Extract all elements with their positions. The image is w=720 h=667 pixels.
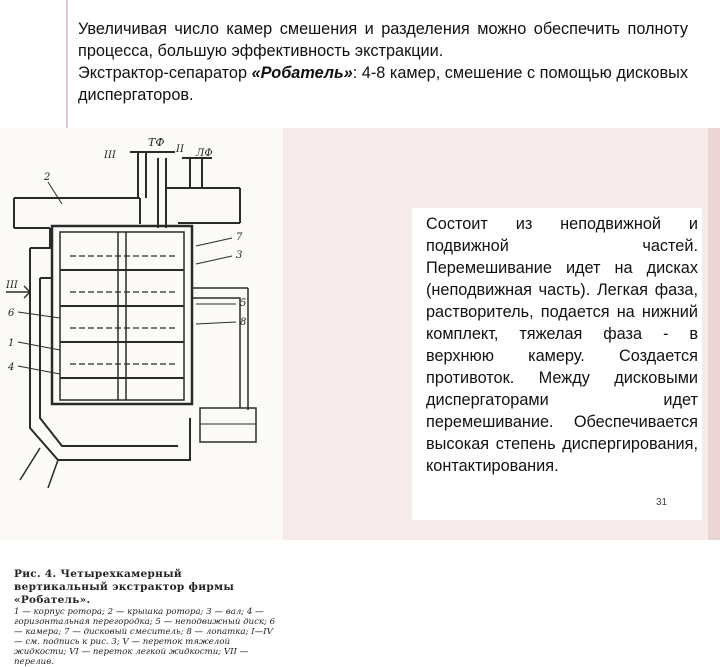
callout-2: 2	[43, 172, 50, 183]
caption-text: 1 — корпус ротора; 2 — крышка ротора; 3 …	[14, 607, 276, 667]
slide-number: 31	[656, 497, 668, 508]
body-paragraph: Состоит из неподвижной и подвижной часте…	[426, 215, 698, 475]
intro-text: Увеличивая число камер смешения и раздел…	[78, 18, 688, 106]
intro-prefix: Экстрактор-сепаратор	[78, 64, 252, 82]
intro-line-1: Увеличивая число камер смешения и раздел…	[78, 20, 688, 60]
callout-1: 1	[8, 338, 14, 349]
extractor-figure: ТФ III ЛФ II 2 7 3 5 8 6 1 4 III Рис. 4.…	[0, 128, 283, 667]
callout-8: 8	[240, 317, 246, 328]
extractor-drawing: ТФ III ЛФ II 2 7 3 5 8 6 1 4 III	[5, 136, 257, 489]
callout-4: 4	[7, 362, 14, 373]
text-panel	[412, 208, 702, 520]
caption-title: Рис. 4. Четырехкамерный вертикальный экс…	[14, 568, 235, 606]
body-text: Состоит из неподвижной и подвижной часте…	[426, 213, 698, 477]
callout-5: 5	[240, 298, 246, 309]
extractor-name: «Робатель»	[251, 64, 353, 82]
callout-6: 6	[8, 308, 15, 319]
label-tf: ТФ	[148, 136, 164, 149]
label-roman-2: II	[175, 144, 185, 155]
figure-caption: Рис. 4. Четырехкамерный вертикальный экс…	[14, 568, 276, 667]
callout-roman-3: III	[5, 280, 19, 291]
intro-line-2: Экстрактор-сепаратор «Робатель»: 4-8 кам…	[78, 62, 688, 106]
callout-7: 7	[236, 232, 243, 243]
intro-suffix: : 4-8 камер, смешение с помощью дисковых…	[78, 64, 688, 104]
left-rule	[66, 0, 68, 128]
callout-3: 3	[236, 250, 242, 261]
label-roman-3: III	[103, 150, 117, 161]
right-accent-bar	[708, 128, 720, 540]
label-lf: ЛФ	[195, 148, 213, 159]
